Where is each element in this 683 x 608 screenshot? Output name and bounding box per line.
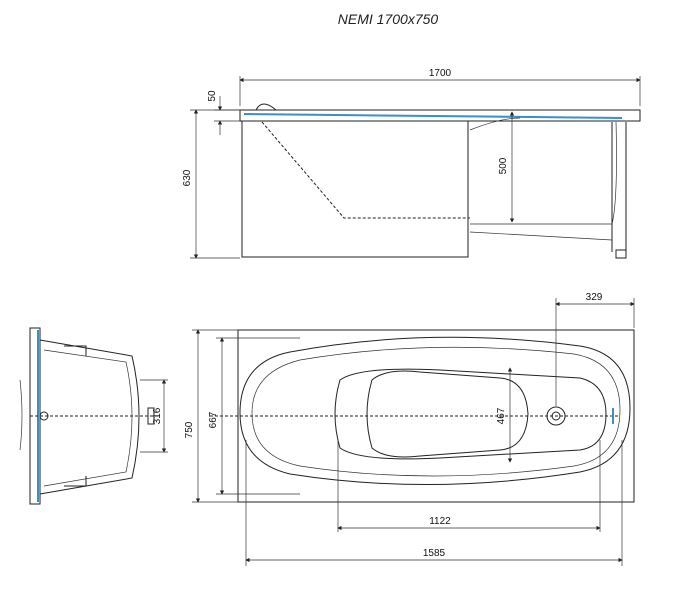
dim-drain-offset-329: 329 [586, 292, 603, 303]
dim-width-750: 750 [184, 421, 195, 438]
dim-depth-500: 500 [498, 157, 509, 174]
side-view: 1700 500 50 630 [182, 68, 641, 259]
dim-bottom-width-467: 467 [496, 407, 507, 424]
top-view: 329 750 667 467 1122 1585 [184, 292, 635, 566]
dim-inner-length-1585: 1585 [423, 548, 446, 559]
dim-height-630: 630 [182, 169, 193, 186]
drawing-title: NEMI 1700x750 [338, 11, 439, 27]
dim-rim-50: 50 [207, 90, 218, 102]
dim-bottom-length-1122: 1122 [429, 516, 451, 527]
dim-length-1700: 1700 [429, 68, 452, 79]
dim-drain-316: 316 [152, 407, 163, 424]
dim-inner-width-667: 667 [208, 411, 219, 428]
end-view: 316 [19, 327, 168, 505]
